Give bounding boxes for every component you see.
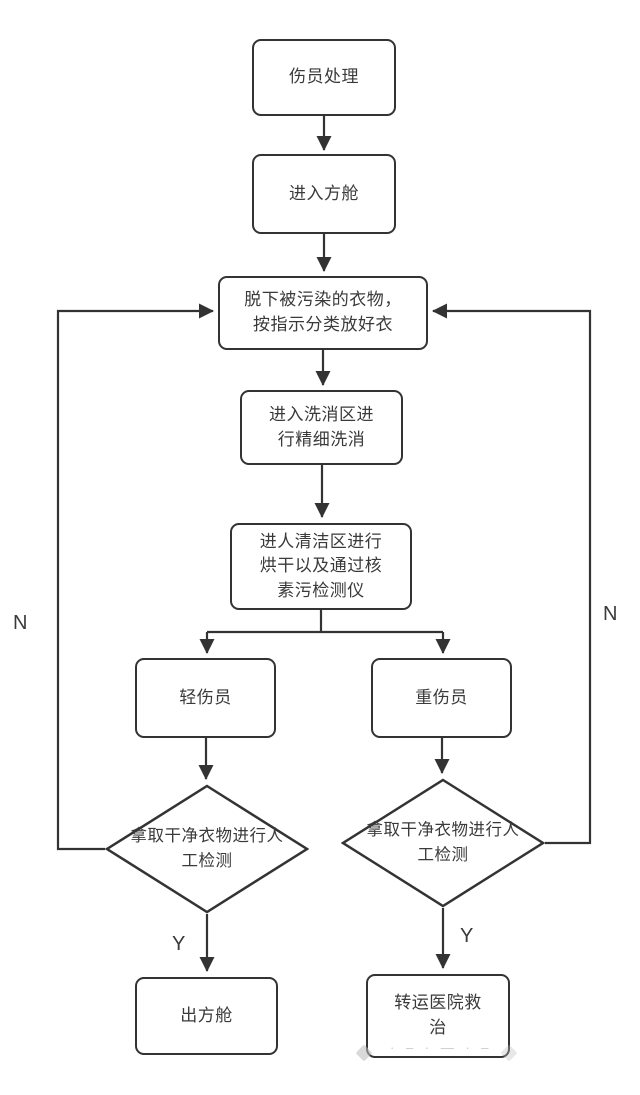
node-label: 脱下被污染的衣物，	[244, 290, 402, 310]
node-label: 进入方舱	[289, 183, 359, 203]
node-label: 素污检测仪	[277, 580, 365, 600]
edge-label-yes-left: Y	[172, 933, 186, 955]
node-hospital-transfer: 转运医院救 治	[366, 974, 510, 1058]
diamond-shape	[341, 778, 545, 908]
node-label: 转运医院救	[394, 993, 482, 1013]
node-severe-casualty: 重伤员	[371, 658, 512, 738]
node-clean-area: 进人清洁区进行 烘干以及通过核 素污检测仪	[230, 523, 412, 610]
node-label: 伤员处理	[289, 67, 359, 87]
decision-label: 拿取干净衣物进行人	[130, 827, 284, 846]
node-label: 进人清洁区进行	[259, 531, 383, 551]
decision-manual-check-right: 拿取干净衣物进行人 工检测	[341, 778, 545, 908]
node-label: 重伤员	[415, 687, 468, 707]
edge-label-no-right: N	[603, 603, 618, 625]
node-label: 进入洗消区进	[269, 404, 374, 424]
node-label: 出方舱	[180, 1005, 233, 1025]
edge-label-yes-right: Y	[460, 925, 474, 947]
node-label: 治	[429, 1018, 447, 1037]
edge-no-loop-left	[56, 303, 214, 851]
decision-label: 工检测	[417, 846, 469, 864]
node-enter-cabin: 进入方舱	[252, 154, 396, 234]
diamond-shape	[105, 784, 309, 914]
edge-split-stem	[207, 610, 443, 634]
node-undress: 脱下被污染的衣物， 按指示分类放好衣	[218, 276, 428, 350]
node-label: 按指示分类放好衣	[253, 315, 393, 334]
node-exit-cabin: 出方舱	[135, 977, 278, 1055]
decision-manual-check-left: 拿取干净衣物进行人 工检测	[105, 784, 309, 914]
decision-label: 工检测	[181, 852, 233, 870]
node-casualty-handling: 伤员处理	[252, 39, 396, 116]
watermark-marks: · – · — · –	[390, 1040, 493, 1055]
node-label: 行精细洗消	[277, 429, 366, 449]
node-label: 轻伤员	[179, 687, 232, 707]
node-light-casualty: 轻伤员	[135, 658, 276, 738]
edge-label-no-left: N	[13, 612, 28, 634]
edge-no-loop-right	[432, 303, 592, 845]
node-label: 烘干以及通过核	[259, 556, 383, 576]
node-wash-area: 进入洗消区进 行精细洗消	[240, 390, 403, 465]
decision-label: 拿取干净衣物进行人	[366, 821, 520, 840]
